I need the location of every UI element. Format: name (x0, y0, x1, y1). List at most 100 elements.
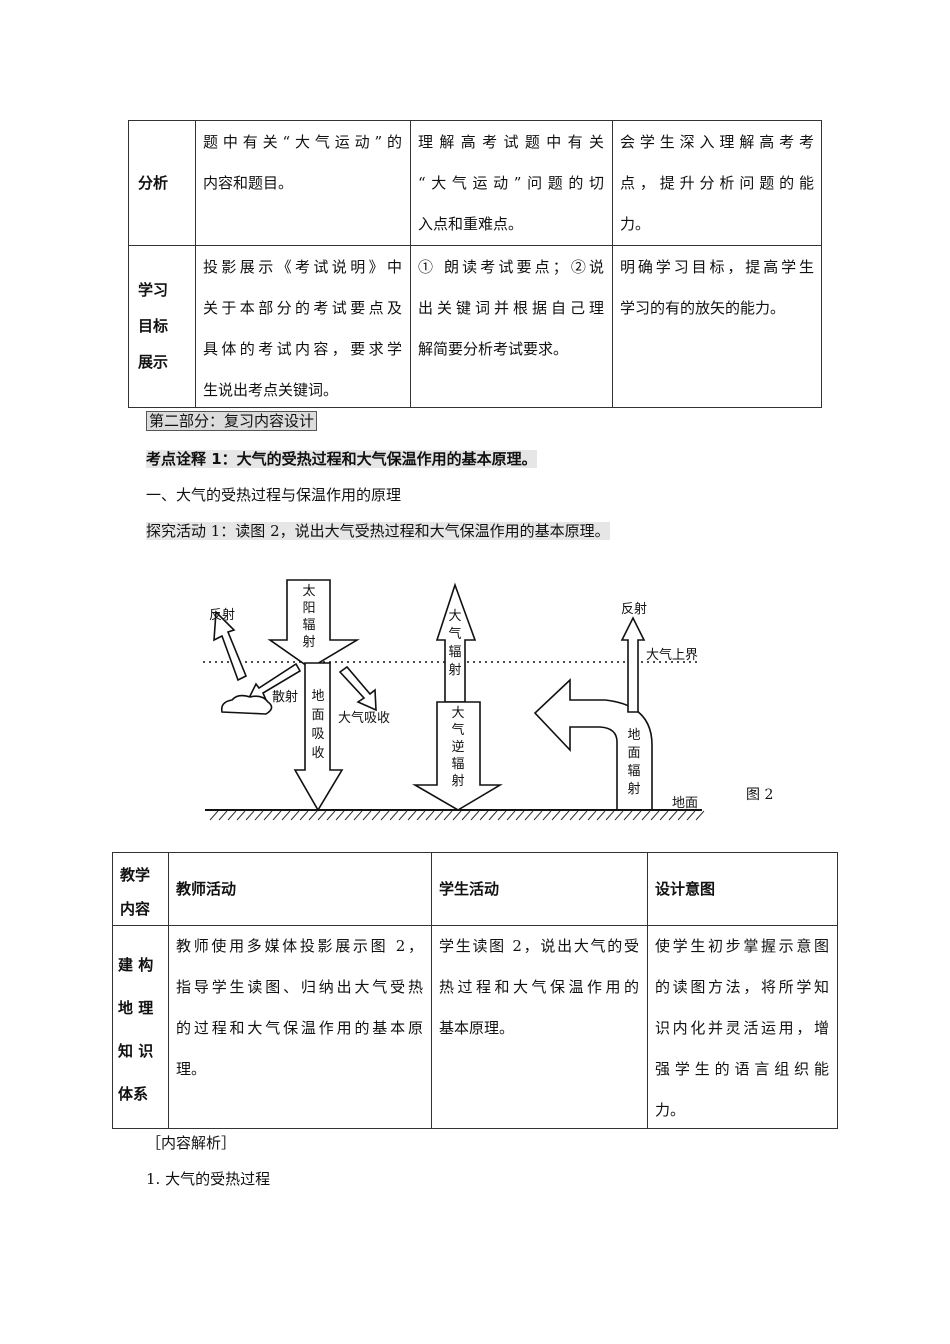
cell-line: 入点和重难点。 (418, 215, 524, 233)
cell-line: 题中有关“大气运动”的 (203, 133, 402, 151)
ground-hatch (470, 810, 480, 821)
label-scatter: 散射 (272, 689, 298, 705)
reflect-right-arrow (620, 616, 646, 713)
atmosphere-heating-diagram: 反射 散射 大气吸收 反射 大气上界 地面 图 2 (203, 579, 773, 821)
cell-line: 理解高考试题中有关 (418, 133, 604, 151)
cell-line: 建 构 (118, 956, 154, 974)
ground-hatch (425, 810, 435, 821)
cell-line: 学生活动 (439, 880, 500, 898)
subheading: 一、大气的受热过程与保温作用的原理 (146, 486, 402, 504)
atm-absorb-arrow (338, 665, 377, 712)
ground-hatch (596, 810, 606, 821)
item-1-heading: 1. 大气的受热过程 (146, 1170, 271, 1188)
figure-caption: 图 2 (746, 787, 773, 803)
ground-hatch (371, 810, 381, 821)
header-cell: 设计意图 (647, 866, 837, 936)
ground-hatch (461, 810, 471, 821)
label-counter-radiation: 大气逆辐射 (451, 706, 465, 789)
ground-hatch (551, 810, 561, 821)
ground-hatch (209, 810, 219, 821)
ground-hatch (506, 810, 516, 821)
cloud-icon (220, 694, 273, 715)
ground-hatch (515, 810, 525, 821)
ground-hatch (380, 810, 390, 821)
ground-hatch (605, 810, 615, 821)
cell-line: 生说出考点关键词。 (203, 381, 339, 399)
table-cell: 会学生深入理解高考考点，提升分析问题的能力。 (612, 116, 822, 241)
cell-line: 学习的有的放矢的能力。 (620, 299, 786, 317)
cell-line: 力。 (655, 1101, 686, 1119)
ground-hatch (416, 810, 426, 821)
label-reflect-right: 反射 (621, 601, 647, 617)
ground-hatch (353, 810, 363, 821)
ground-hatch (443, 810, 453, 821)
cell-line: 力。 (620, 215, 651, 233)
ground-hatch (389, 810, 399, 821)
ground-hatch (290, 810, 300, 821)
ground-hatch (434, 810, 444, 821)
cell-line: 体系 (118, 1085, 149, 1103)
ground-hatch (263, 810, 273, 821)
cell-line: 理。 (176, 1060, 207, 1078)
cell-line: 具体的考试内容，要求学 (203, 340, 402, 358)
cell-line: 点，提升分析问题的能 (620, 174, 814, 192)
label-atm-radiation: 大气辐射 (448, 609, 462, 678)
table-cell: 明确学习目标，提高学生学习的有的放矢的能力。 (612, 241, 822, 403)
ground-hatch (362, 810, 372, 821)
label-atm-absorb: 大气吸收 (338, 710, 390, 726)
ground-hatch (668, 810, 678, 821)
cell-line: 出关键词并根据自己理 (418, 299, 604, 317)
ground-hatch (236, 810, 246, 821)
table-cell: ① 朗读考试要点；②说出关键词并根据自己理解简要分析考试要求。 (410, 241, 612, 403)
activity-text: 探究活动 1：读图 2，说出大气受热过程和大气保温作用的基本原理。 (146, 522, 610, 540)
table-cell: 学生读图 2，说出大气的受热过程和大气保温作用的基本原理。 (431, 920, 647, 1120)
cell-line: ① 朗读考试要点；②说 (418, 258, 604, 276)
content-analysis-label: ［内容解析］ (146, 1134, 237, 1152)
label-reflect-left: 反射 (209, 607, 235, 623)
cell-line: 解简要分析考试要求。 (418, 340, 569, 358)
reflect-left-arrow (213, 610, 248, 682)
table-cell: 使学生初步掌握示意图的读图方法，将所学知识内化并灵活运用，增强学生的语言组织能力… (647, 920, 837, 1120)
cell-line: 投影展示《考试说明》中 (203, 258, 402, 276)
table-cell: 教师使用多媒体投影展示图 2，指导学生读图、归纳出大气受热的过程和大气保温作用的… (168, 920, 431, 1120)
table-cell: 题中有关“大气运动”的内容和题目。 (195, 116, 410, 241)
ground-hatch (245, 810, 255, 821)
ground-hatch (614, 810, 624, 821)
ground-hatch (479, 810, 489, 821)
ground-hatch (218, 810, 228, 821)
cell-line: 指导学生读图、归纳出大气受热 (176, 978, 423, 996)
ground-hatch (398, 810, 408, 821)
label-ground-absorb: 地面吸收 (311, 689, 325, 761)
cell-line: 使学生初步掌握示意图 (655, 937, 829, 955)
ground-hatch (524, 810, 534, 821)
cell-line: 会学生深入理解高考考 (620, 133, 814, 151)
ground-hatch (569, 810, 579, 821)
counter-radiation-arrow (412, 701, 503, 811)
cell-line: 明确学习目标，提高学生 (620, 258, 814, 276)
ground-hatch (407, 810, 417, 821)
ground-hatch (452, 810, 462, 821)
cell-line: 强学生的语言组织能 (655, 1060, 829, 1078)
ground-hatch (686, 810, 696, 821)
table-cell: 理解高考试题中有关“大气运动”问题的切入点和重难点。 (410, 116, 612, 241)
cell-line: 基本原理。 (439, 1019, 515, 1037)
cell-line: 设计意图 (655, 880, 716, 898)
ground-hatch (497, 810, 507, 821)
cell-line: 学生读图 2，说出大气的受 (439, 937, 639, 955)
ground-hatch (542, 810, 552, 821)
ground-hatch (317, 810, 327, 821)
ground-hatch (578, 810, 588, 821)
ground-hatch (677, 810, 687, 821)
ground-hatch (632, 810, 642, 821)
ground-hatch (308, 810, 318, 821)
ground-hatch (623, 810, 633, 821)
ground-hatch (254, 810, 264, 821)
cell-line: 知 识 (118, 1042, 154, 1060)
cell-line: 的读图方法，将所学知 (655, 978, 829, 996)
label-top-of-atmosphere: 大气上界 (646, 647, 698, 663)
cell-line: 识内化并灵活运用，增 (655, 1019, 829, 1037)
ground-radiation-arrow (533, 678, 653, 811)
cell-line: 内容和题目。 (203, 174, 294, 192)
